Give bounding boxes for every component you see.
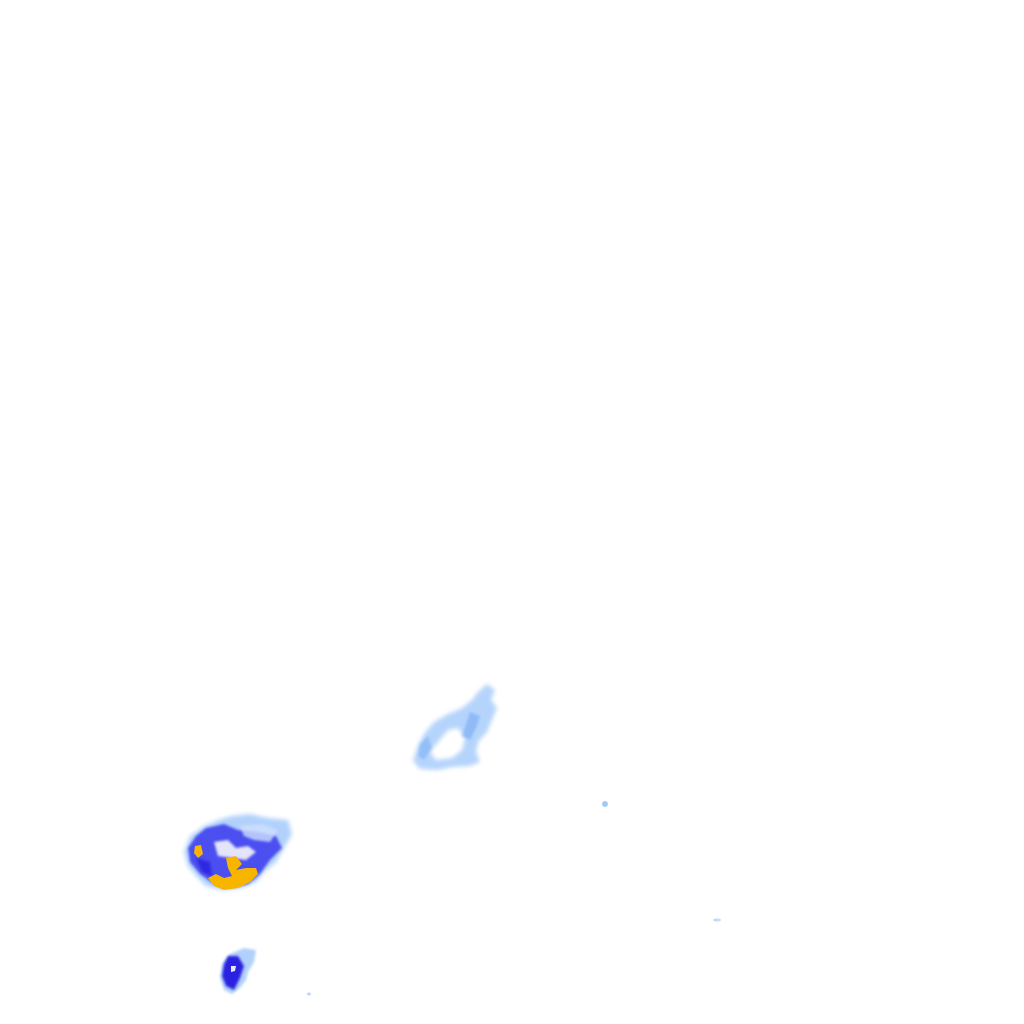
echo-speck-1 [602,801,608,807]
echo-speck-3 [307,992,311,996]
echo-cell-south-small [220,948,256,994]
echo-cell-north-central [413,684,497,770]
echo-speck-2 [713,918,721,922]
echo-cell-southwest-large [184,814,292,890]
